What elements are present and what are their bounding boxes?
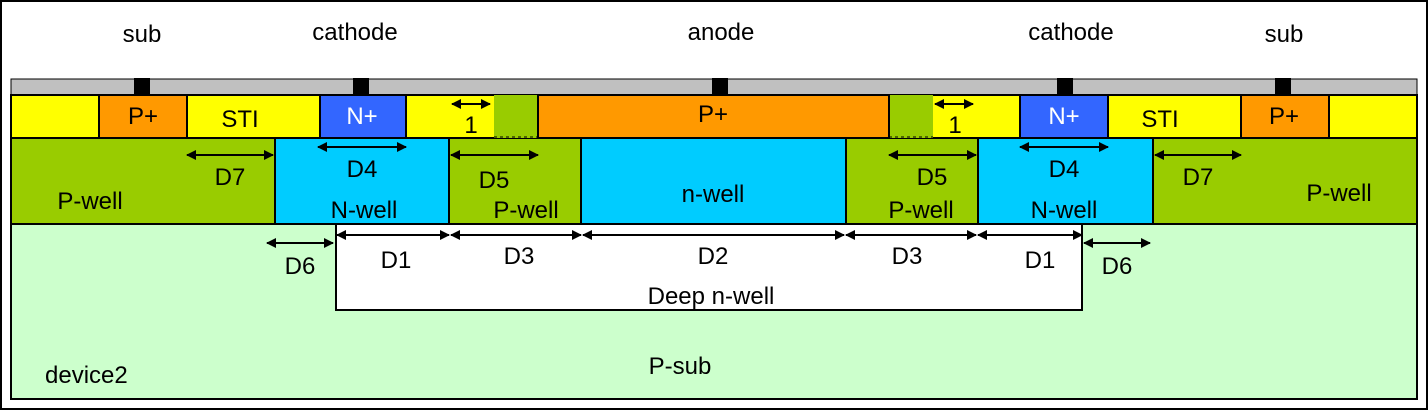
- p-plus-center: [537, 94, 890, 139]
- dim-d4-right: D4: [1049, 156, 1080, 183]
- dim-d1-left: D1: [381, 247, 412, 274]
- terminal-anode: anode: [688, 19, 755, 46]
- dim-d3-left: D3: [504, 243, 535, 270]
- label-pwell-inner-right: P-well: [888, 197, 953, 224]
- label-p-plus-left: P+: [128, 103, 158, 130]
- dim-d6-left: D6: [285, 253, 316, 280]
- label-sti-left: STI: [221, 106, 258, 133]
- dim-d7-right: D7: [1183, 164, 1214, 191]
- terminal-sub-right: sub: [1265, 21, 1304, 48]
- nwell-center-region: [580, 137, 847, 225]
- contact-anode: [712, 78, 728, 95]
- pwell-surface-left: [494, 95, 538, 138]
- label-device: device2: [45, 362, 128, 389]
- n-plus-right: [1019, 94, 1109, 139]
- label-deep-nwell: Deep n-well: [648, 283, 775, 310]
- label-gap-left: 1: [464, 112, 477, 139]
- terminal-sub-left: sub: [123, 21, 162, 48]
- label-nwell-right: N-well: [1031, 197, 1098, 224]
- dim-d4-left: D4: [347, 156, 378, 183]
- contact-cathode-right: [1057, 78, 1073, 95]
- contact-sub-left: [134, 78, 150, 95]
- sti-left: [186, 94, 321, 139]
- p-plus-left: [98, 94, 188, 139]
- label-gap-right: 1: [948, 112, 961, 139]
- contact-sub-right: [1275, 78, 1291, 95]
- dim-d5-left: D5: [479, 167, 510, 194]
- label-nwell-left: N-well: [331, 197, 398, 224]
- dim-d3-right: D3: [892, 243, 923, 270]
- pwell-surface-right: [889, 95, 933, 138]
- label-n-plus-left: N+: [346, 103, 377, 130]
- dim-d2: D2: [698, 243, 729, 270]
- p-plus-right: [1240, 94, 1330, 139]
- label-pwell-inner-left: P-well: [493, 197, 558, 224]
- n-plus-left: [319, 94, 407, 139]
- nwell-left-region: [274, 137, 450, 225]
- dim-d1-right: D1: [1025, 247, 1056, 274]
- label-pwell-left: P-well: [57, 188, 122, 215]
- label-p-plus-right: P+: [1269, 103, 1299, 130]
- terminal-cathode-right: cathode: [1028, 19, 1113, 46]
- label-nwell-center: n-well: [682, 181, 745, 208]
- label-p-plus-center: P+: [698, 101, 728, 128]
- label-sti-right: STI: [1141, 106, 1178, 133]
- dim-d7-left: D7: [215, 164, 246, 191]
- dim-d6-right: D6: [1102, 253, 1133, 280]
- label-n-plus-right: N+: [1048, 103, 1079, 130]
- label-psub: P-sub: [649, 353, 712, 380]
- terminal-cathode-left: cathode: [312, 19, 397, 46]
- label-pwell-right: P-well: [1306, 180, 1371, 207]
- contact-cathode-left: [353, 78, 369, 95]
- dim-d5-right: D5: [917, 164, 948, 191]
